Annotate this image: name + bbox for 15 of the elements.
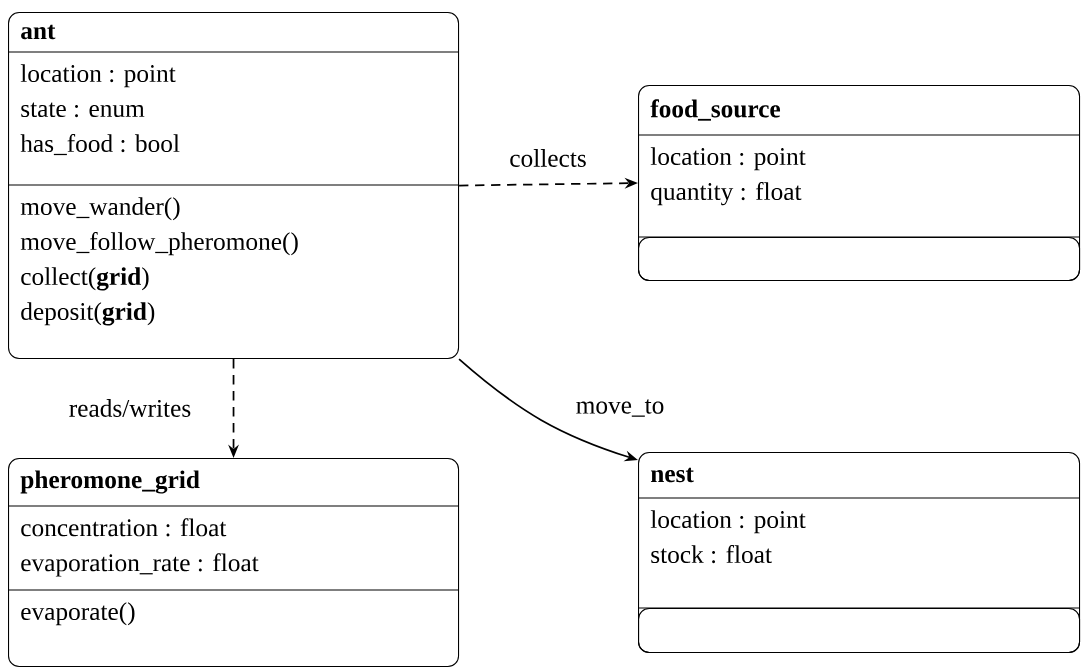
member-list: location : point stock : float: [650, 510, 806, 564]
edge-label: collects: [508, 147, 589, 169]
empty-compartment: [638, 608, 1081, 654]
class-name: ant: [21, 24, 56, 40]
edge-label: move_to: [574, 397, 666, 419]
class-name: pheromone_grid: [20, 470, 200, 494]
empty-compartment: [638, 237, 1081, 282]
member-list: location : point quantity : float: [650, 147, 806, 206]
edge-label: reads/writes: [67, 397, 193, 419]
member-list: move_wander() move_follow_pheromone() collect(grid) deposit(grid): [20, 197, 298, 326]
class-name: food_source: [650, 99, 780, 121]
member-list: concentration : float evaporation_rate : float: [21, 518, 259, 577]
class-name: nest: [650, 467, 694, 483]
member-list: evaporate(): [21, 602, 135, 626]
member-list: location : point state : enum has_food : bool: [20, 64, 180, 156]
